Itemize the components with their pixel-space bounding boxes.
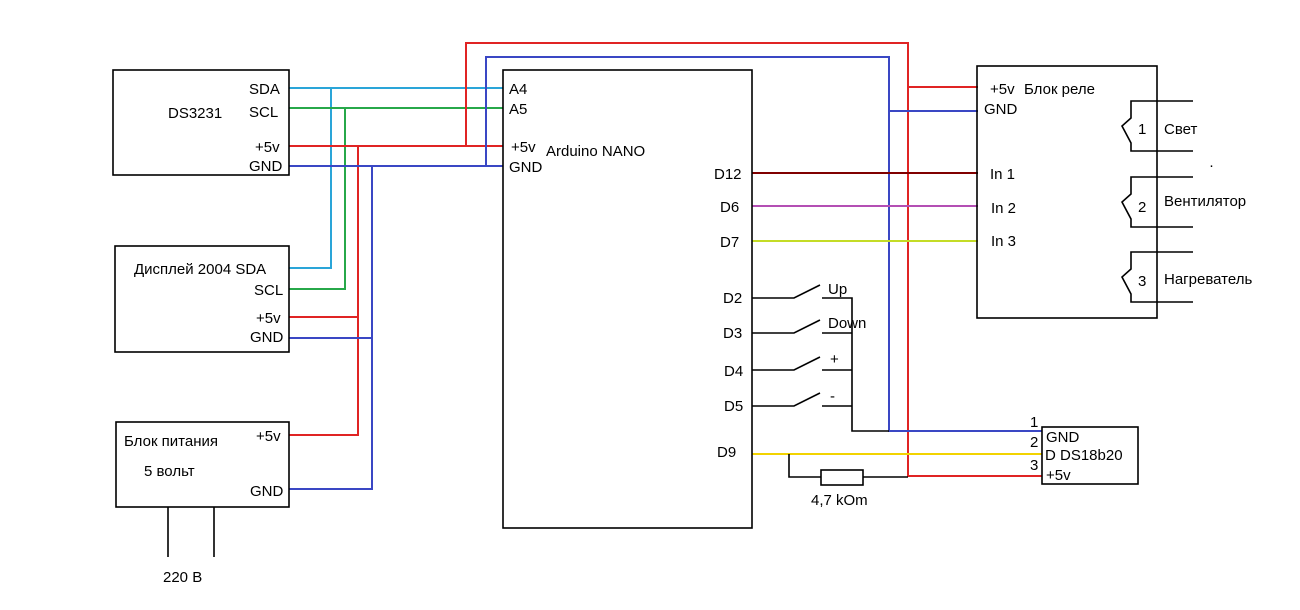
button-minus-label: - xyxy=(830,388,835,405)
ds3231-module: DS3231 SDA SCL +5v GND xyxy=(112,69,290,176)
ds3231-gnd-label: GND xyxy=(249,158,283,175)
display-5v-label: +5v xyxy=(256,310,281,327)
arduino-d6-label: D6 xyxy=(720,199,739,216)
resistor-label: 4,7 kOm xyxy=(811,492,868,509)
relay-contact-1 xyxy=(1120,100,1193,152)
arduino-d7-label: D7 xyxy=(720,234,739,251)
arduino-d3-label: D3 xyxy=(723,325,742,342)
scl-wires xyxy=(289,107,503,290)
relay-ch3-label: 3 xyxy=(1138,273,1146,290)
button-up-label: Up xyxy=(828,281,847,298)
gnd-wire-sensor xyxy=(888,111,1042,432)
power-title: Блок питания xyxy=(124,433,218,450)
sensor-5v-label: +5v xyxy=(1046,467,1071,484)
display-module: Дисплей 2004 SDA SCL +5v GND xyxy=(114,245,290,353)
button-plus-label: + xyxy=(830,351,839,368)
gnd-wire-power xyxy=(289,166,373,490)
relay-contact-2 xyxy=(1120,176,1193,228)
arduino-d5-label: D5 xyxy=(724,398,743,415)
button-down-label: Down xyxy=(828,315,866,332)
arduino-a4-label: A4 xyxy=(509,81,527,98)
arduino-d2-label: D2 xyxy=(723,290,742,307)
ds18b20-sensor: GND D DS18b20 +5v 1 2 3 xyxy=(1030,414,1139,485)
plus5v-wire-sensor xyxy=(907,87,1042,477)
relay-load1-label: Свет xyxy=(1164,121,1197,138)
button-switches: Up Down + - xyxy=(752,281,889,432)
relay-load2-label: Вентилятор xyxy=(1164,193,1246,210)
ds3231-title: DS3231 xyxy=(168,105,222,122)
relay-load3-label: Нагреватель xyxy=(1164,271,1252,288)
scl-wire-display xyxy=(289,108,346,290)
relay-in1-label: In 1 xyxy=(990,166,1015,183)
mains-label: 220 В xyxy=(163,569,202,586)
arduino-gnd-label: GND xyxy=(509,159,543,176)
sensor-gnd-label: GND xyxy=(1046,429,1080,446)
arduino-d4-label: D4 xyxy=(724,363,743,380)
arduino-d9-label: D9 xyxy=(717,444,736,461)
plus5v-wire-power xyxy=(289,146,359,436)
sensor-pin3-label: 3 xyxy=(1030,457,1038,474)
arduino-d12-label: D12 xyxy=(714,166,742,183)
gnd-wires xyxy=(289,56,1042,490)
sensor-pin2-label: 2 xyxy=(1030,434,1038,451)
relay-contact-3 xyxy=(1120,251,1193,303)
display-gnd-label: GND xyxy=(250,329,284,346)
power-gnd-label: GND xyxy=(250,483,284,500)
relay-dot: · xyxy=(1209,157,1214,174)
arduino-nano: A4 A5 +5v Arduino NANO GND D12 D6 D7 D2 … xyxy=(502,69,753,529)
power-supply: Блок питания 5 вольт +5v GND 220 В xyxy=(115,421,290,586)
sda-wires xyxy=(289,87,503,269)
plus5v-wire-top xyxy=(465,42,978,146)
relay-in2-label: In 2 xyxy=(991,200,1016,217)
pullup-resistor: 4,7 kOm xyxy=(788,454,908,509)
display-scl-label: SCL xyxy=(254,282,283,299)
relay-in3-label: In 3 xyxy=(991,233,1016,250)
power-subtitle: 5 вольт xyxy=(144,463,195,480)
relay-ch1-label: 1 xyxy=(1138,121,1146,138)
arduino-title: Arduino NANO xyxy=(546,143,645,160)
ds3231-5v-label: +5v xyxy=(255,139,280,156)
relay-module: +5v Блок реле GND In 1 In 2 In 3 1 Свет … xyxy=(976,65,1252,319)
ds3231-scl-label: SCL xyxy=(249,104,278,121)
sda-wire-display xyxy=(289,88,332,269)
arduino-5v-label: +5v xyxy=(511,139,536,156)
gnd-wire-top xyxy=(485,56,978,166)
relay-5v-label: +5v xyxy=(990,81,1015,98)
sensor-title: D DS18b20 xyxy=(1045,447,1123,464)
sensor-pin1-label: 1 xyxy=(1030,414,1038,431)
relay-gnd-label: GND xyxy=(984,101,1018,118)
relay-ch2-label: 2 xyxy=(1138,199,1146,216)
relay-title: Блок реле xyxy=(1024,81,1095,98)
display-title: Дисплей 2004 SDA xyxy=(134,261,266,278)
arduino-a5-label: A5 xyxy=(509,101,527,118)
plus5v-wires xyxy=(289,42,1042,477)
ds3231-sda-label: SDA xyxy=(249,81,280,98)
power-5v-label: +5v xyxy=(256,428,281,445)
